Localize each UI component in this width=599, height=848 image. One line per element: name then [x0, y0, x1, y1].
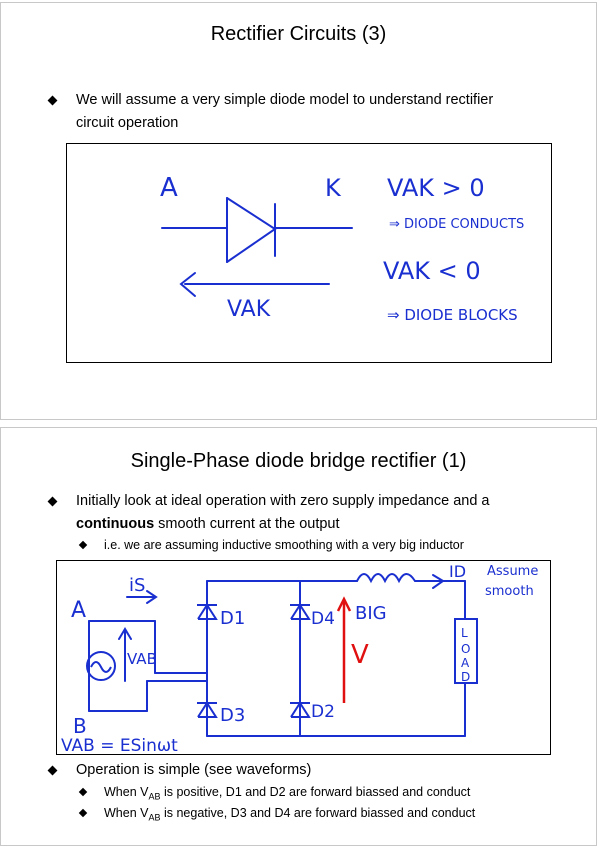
smooth-label: smooth: [485, 584, 534, 599]
bullet-diamond-icon: [47, 496, 58, 507]
diode-d3-icon: [197, 701, 218, 718]
bullet-line-rest: smooth current at the output: [154, 516, 340, 532]
slide-title: Rectifier Circuits (3): [210, 23, 387, 45]
subscript: AB: [148, 812, 161, 823]
bold-word: continuous: [76, 516, 155, 532]
load-letter: D: [461, 670, 470, 684]
diode-symbol-icon: [161, 197, 353, 263]
output-voltage-label: V: [351, 640, 369, 670]
bullet-ideal-operation: Initially look at ideal operation with z…: [47, 490, 566, 536]
condition-positive: VAK > 0: [387, 174, 485, 202]
bullet-text: Operation is simple (see waveforms): [76, 762, 312, 778]
d2-label: D2: [311, 702, 335, 722]
load-current-label: ID: [449, 562, 466, 581]
subbullet-text: When V: [104, 806, 149, 820]
load-letter: O: [461, 642, 470, 656]
subbullet-diamond-icon: [78, 787, 88, 797]
bullet-line: We will assume a very simple diode model…: [76, 92, 494, 108]
node-b-label: B: [73, 714, 87, 738]
subbullet-diamond-icon: [78, 540, 88, 550]
slide-diode-bridge-rectifier-1: Single-Phase diode bridge rectifier (1) …: [0, 427, 597, 846]
subbullet-text: is negative, D3 and D4 are forward biass…: [160, 806, 476, 820]
subbullet-vab-positive: When VAB is positive, D1 and D2 are forw…: [78, 783, 574, 806]
subbullet-vab-negative: When VAB is negative, D3 and D4 are forw…: [78, 804, 574, 827]
vak-arrow-icon: [179, 272, 330, 297]
diode-d1-icon: [197, 603, 218, 620]
condition-negative-result: ⇒ DIODE BLOCKS: [387, 306, 518, 324]
source-current-label: iS: [129, 575, 145, 596]
bullet-diamond-icon: [47, 95, 58, 106]
diode-d2-icon: [290, 701, 311, 718]
bridge-circuit-sketch: A B iS VAB D1 D3 D4 D2 BIG V ID Assume s…: [61, 562, 538, 756]
diode-d4-icon: [290, 603, 311, 620]
bridge-circuit-box: A B iS VAB D1 D3 D4 D2 BIG V ID Assume s…: [56, 560, 551, 756]
ac-source-icon: [86, 651, 116, 681]
circuit-wires: [88, 573, 478, 737]
subbullet-inductive-smoothing: i.e. we are assuming inductive smoothing…: [78, 536, 574, 554]
big-inductor-label: BIG: [355, 603, 387, 624]
vab-equation: VAB = ESinωt: [61, 736, 178, 756]
anode-label: A: [160, 173, 178, 203]
slide-title: Single-Phase diode bridge rectifier (1): [130, 450, 467, 472]
bullet-operation-simple: Operation is simple (see waveforms): [47, 759, 556, 782]
subbullet-text: i.e. we are assuming inductive smoothing…: [104, 538, 464, 552]
bullet-line: Initially look at ideal operation with z…: [76, 493, 490, 509]
bullet-line: circuit operation: [76, 115, 179, 131]
cathode-label: K: [325, 174, 342, 202]
node-a-label: A: [71, 598, 86, 623]
diode-sketch-box: A K VAK VAK > 0 ⇒ DIODE CONDUCTS VAK < 0…: [66, 143, 552, 363]
subbullet-text: When V: [104, 785, 149, 799]
slide-rectifier-circuits-3: Rectifier Circuits (3) We will assume a …: [0, 2, 597, 420]
d4-label: D4: [311, 609, 335, 629]
d1-label: D1: [220, 608, 245, 629]
condition-negative: VAK < 0: [383, 257, 481, 285]
condition-positive-result: ⇒ DIODE CONDUCTS: [389, 217, 524, 232]
subbullet-text: is positive, D1 and D2 are forward biass…: [160, 785, 471, 799]
vak-label: VAK: [227, 297, 271, 322]
vab-label: VAB: [127, 650, 157, 668]
load-letter: A: [461, 656, 470, 670]
output-voltage-arrow-icon: [336, 596, 352, 703]
bullet-diode-model: We will assume a very simple diode model…: [47, 89, 556, 135]
bullet-line: continuous smooth current at the output: [76, 513, 566, 536]
subbullet-diamond-icon: [78, 808, 88, 818]
bullet-diamond-icon: [47, 765, 58, 776]
d3-label: D3: [220, 705, 245, 726]
assume-label: Assume: [487, 564, 538, 579]
subscript: AB: [148, 791, 161, 802]
diode-sketch: A K VAK VAK > 0 ⇒ DIODE CONDUCTS VAK < 0…: [160, 173, 524, 324]
load-letter: L: [461, 626, 468, 640]
